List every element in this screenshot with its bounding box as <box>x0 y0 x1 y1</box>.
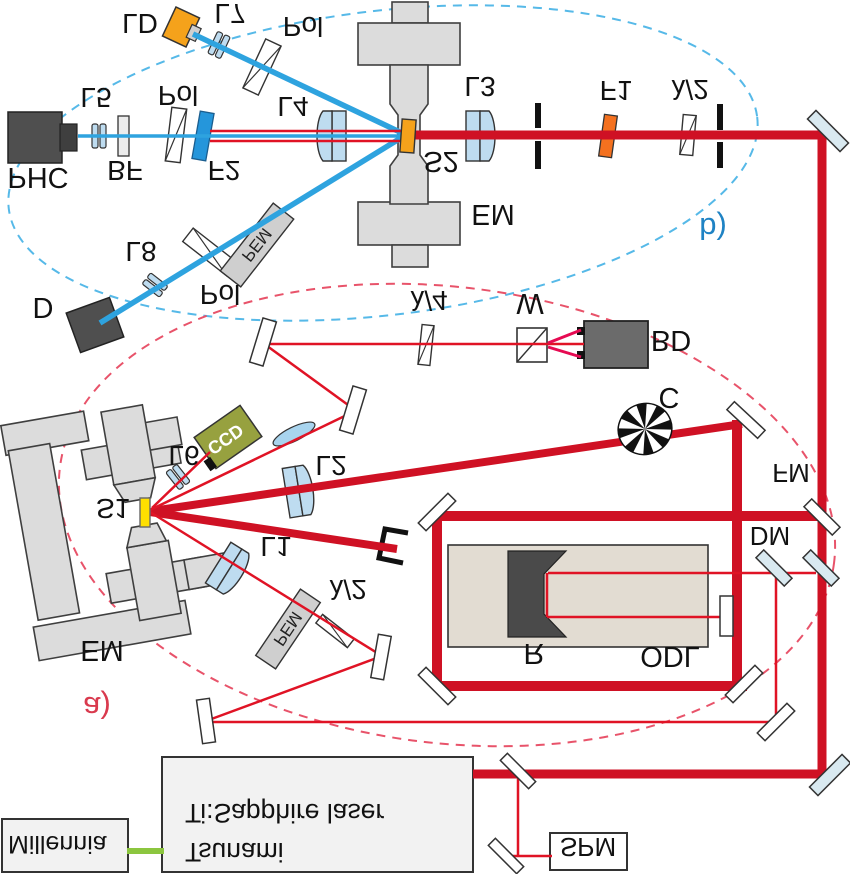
bd-detector <box>577 320 649 369</box>
label-millennia: Millennia <box>8 830 107 858</box>
spm-beamsplitter <box>499 752 537 790</box>
label-pol-ld: Pol <box>283 11 323 42</box>
label-dm: DM <box>750 521 790 551</box>
probe-corner-mirror <box>756 702 796 742</box>
halfwave-plate-a <box>314 613 356 649</box>
mirror-b-to-a-beam <box>262 341 356 412</box>
label-c: C <box>659 381 680 413</box>
pump-corner-mirror-top <box>725 400 767 440</box>
label-pol-phc: Pol <box>158 80 198 111</box>
label-s1: S1 <box>96 493 130 524</box>
dichroic-mirror-right <box>801 548 841 588</box>
label-l3: L3 <box>464 71 495 102</box>
chopper-wheel <box>617 402 673 456</box>
spm-box <box>549 832 628 871</box>
probe-beam-fold <box>205 654 383 723</box>
label-tsunami-line1: Tsunami <box>185 837 284 867</box>
sample-s1 <box>139 497 151 528</box>
ccd-camera <box>193 404 263 472</box>
spm-fold-mirror <box>487 837 525 875</box>
phc-detector <box>7 111 78 164</box>
millennia-box <box>1 818 129 873</box>
laser-corner-mirror-br <box>808 753 850 797</box>
label-s2: S2 <box>423 145 458 177</box>
lens-l6 <box>165 464 191 490</box>
aperture-right-upper <box>717 104 723 130</box>
lens-l1 <box>204 541 250 595</box>
blue-beam-s2-to-d <box>98 133 406 326</box>
electromagnet-b <box>357 1 461 268</box>
pump-beam-reflected <box>149 508 398 553</box>
label-fm: FM <box>772 458 810 488</box>
aperture-mid-upper <box>535 103 541 128</box>
label-odl: ODL <box>640 640 700 672</box>
label-panel-a: a) <box>83 690 111 725</box>
sample-s2 <box>399 118 417 154</box>
s1-to-mirror-b-beam <box>149 410 354 512</box>
label-pol-d: Pol <box>200 279 240 310</box>
wollaston-split-lower <box>547 345 582 359</box>
label-l1: L1 <box>260 531 291 562</box>
label-l6: L6 <box>168 440 199 471</box>
label-w: W <box>516 287 544 319</box>
label-f2: F2 <box>208 155 241 186</box>
label-d: D <box>33 291 54 323</box>
panel-a-dashed-boundary <box>57 282 837 748</box>
dichroic-mirror-left <box>754 548 794 588</box>
probe-beam-to-s1 <box>149 510 383 658</box>
label-phc: PHC <box>7 161 68 193</box>
delay-stage <box>447 544 709 648</box>
apertures <box>535 103 723 169</box>
s1-to-ccd-beam <box>151 451 211 509</box>
label-em-a: EM <box>80 634 124 666</box>
label-tsunami-line2: Ti:Sapphire laser <box>185 798 385 828</box>
mirror-a <box>248 317 278 367</box>
aperture-right-lower <box>717 142 723 168</box>
label-l4: L4 <box>277 91 308 122</box>
retroreflector <box>507 550 568 638</box>
wollaston-split-upper <box>547 328 582 345</box>
probe-fold-mirror-1 <box>369 633 393 681</box>
panel-b-dashed-boundary <box>7 4 759 322</box>
label-hwp-a: λ/2 <box>329 574 366 605</box>
d-detector <box>65 296 125 354</box>
labels: LD L7 Pol Pol L5 BF PHC F2 L4 Pol L8 D S… <box>7 0 809 867</box>
label-panel-b: b) <box>699 211 727 246</box>
pump-corner-mirror-tl <box>417 492 457 532</box>
ld-laser-diode <box>161 6 202 48</box>
mirror-b <box>338 385 368 435</box>
odl-end-mirror <box>719 595 734 637</box>
aperture-mid-lower <box>535 141 541 169</box>
label-f1: F1 <box>600 75 633 106</box>
pump-corner-mirror-br <box>724 664 764 704</box>
imaging-lens <box>272 421 316 447</box>
label-bd: BD <box>651 324 691 356</box>
label-r: R <box>524 637 545 669</box>
label-qwp: λ/4 <box>410 285 447 316</box>
tsunami-laser-box <box>161 756 474 873</box>
label-spm: SPM <box>560 832 616 862</box>
probe-fold-mirror-2 <box>195 697 217 745</box>
pump-corner-mirror-bl <box>417 666 457 706</box>
electromagnet-a <box>0 403 230 662</box>
label-l7: L7 <box>214 0 245 29</box>
label-hwp-b: λ/2 <box>671 74 708 105</box>
label-l8: L8 <box>125 236 156 267</box>
flip-mirror-fm <box>802 497 842 537</box>
blue-beam-ld-to-s2 <box>191 31 406 137</box>
label-ld: LD <box>122 8 158 39</box>
laser-corner-mirror-tr <box>806 109 850 153</box>
label-l2: L2 <box>315 450 346 481</box>
label-bf: BF <box>107 155 143 186</box>
label-l5: L5 <box>80 82 111 113</box>
mirrors <box>195 109 850 875</box>
label-em-b: EM <box>471 198 515 230</box>
